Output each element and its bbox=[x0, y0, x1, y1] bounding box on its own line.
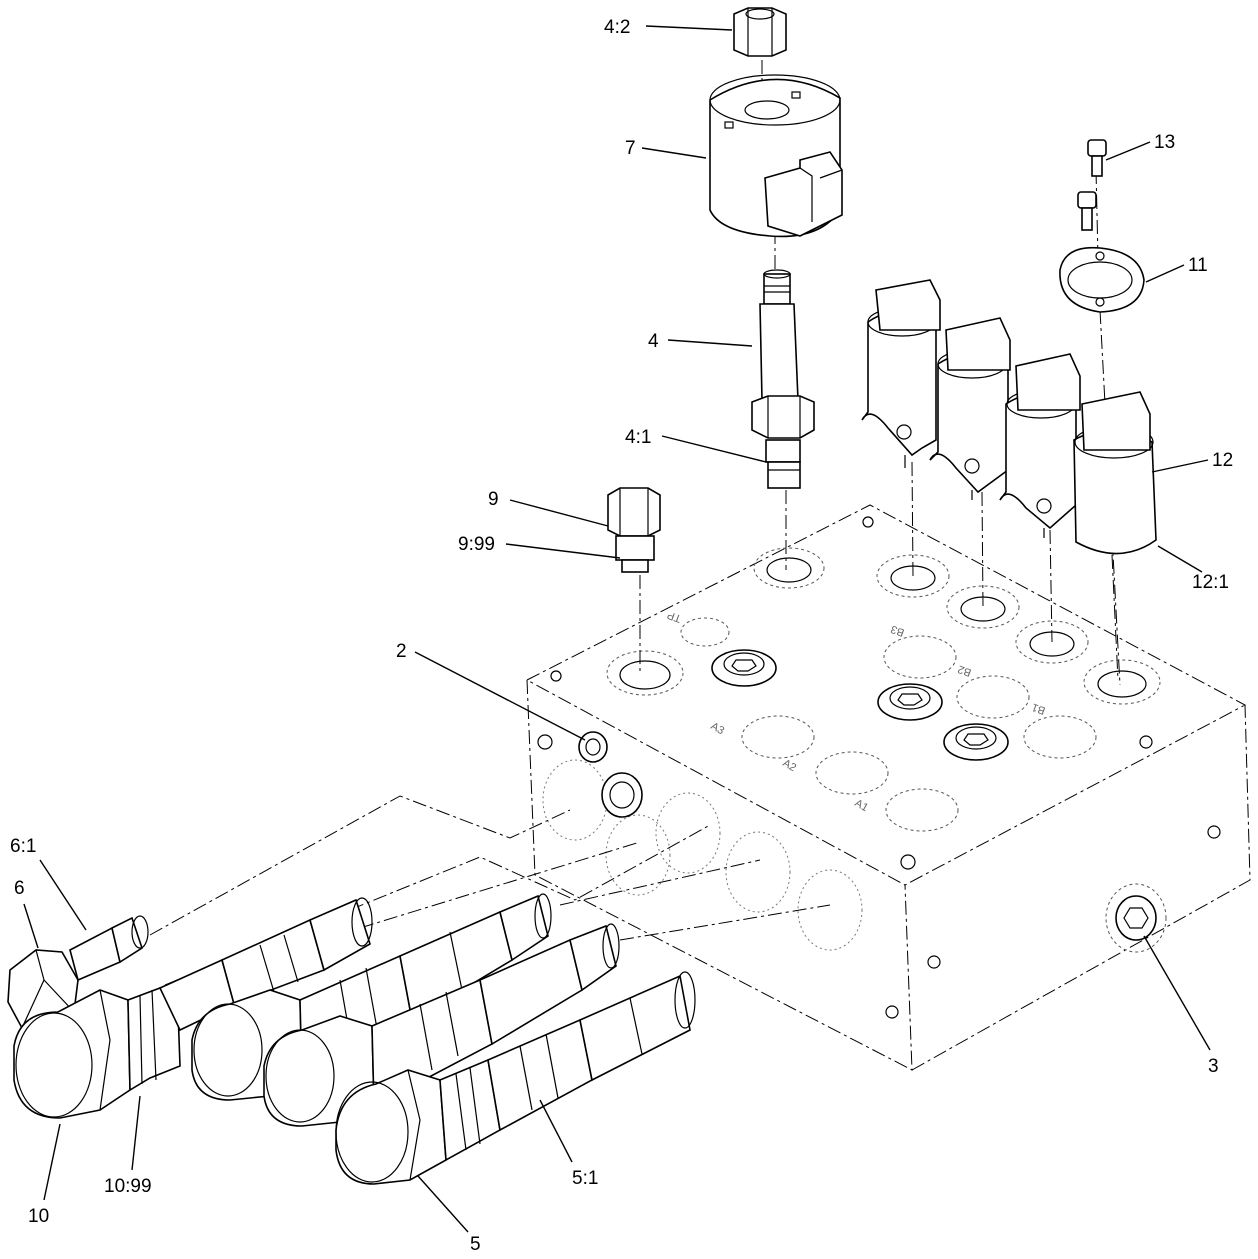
callout-9-99: 9:99 bbox=[458, 534, 495, 555]
solenoid-coil-1 bbox=[861, 279, 941, 468]
solenoid-coil-2 bbox=[929, 317, 1011, 500]
callout-10-99: 10:99 bbox=[104, 1176, 152, 1197]
callout-6-1: 6:1 bbox=[10, 836, 36, 857]
callout-11: 11 bbox=[1188, 255, 1208, 276]
callout-5: 5 bbox=[470, 1234, 481, 1255]
part-13-screws bbox=[1077, 139, 1107, 231]
leader-lines bbox=[23, 25, 1211, 1233]
callout-4-1: 4:1 bbox=[625, 427, 651, 448]
solenoid-coil-3 bbox=[999, 353, 1081, 538]
port-stamp-b1: B1 bbox=[1030, 701, 1047, 717]
callout-5-1: 5:1 bbox=[572, 1168, 598, 1189]
port-stamp-b2: B2 bbox=[956, 663, 973, 679]
callout-4-2: 4:2 bbox=[604, 17, 630, 38]
callout-12-1: 12:1 bbox=[1192, 572, 1229, 593]
port-stamp-tp: TP bbox=[666, 608, 683, 624]
port-stamp-b3: B3 bbox=[889, 623, 906, 639]
part-7-coil bbox=[709, 74, 843, 238]
port-stamps: TP B3 B2 B1 A3 A2 A1 bbox=[666, 608, 1047, 814]
callout-12: 12 bbox=[1212, 450, 1233, 471]
callout-6: 6 bbox=[14, 878, 25, 899]
port-stamp-a3: A3 bbox=[709, 720, 727, 737]
solenoid-coil-4 bbox=[1073, 391, 1157, 555]
cartridge-middle-b bbox=[263, 923, 620, 1127]
port-stamp-a1: A1 bbox=[853, 797, 871, 814]
part-9-plug bbox=[607, 487, 661, 573]
part-4-2-nut bbox=[733, 7, 787, 57]
part-10-relief-valve bbox=[13, 897, 373, 1119]
part-5-cartridge bbox=[335, 971, 696, 1185]
callout-2: 2 bbox=[396, 641, 407, 662]
callout-10: 10 bbox=[28, 1206, 49, 1227]
callout-7: 7 bbox=[625, 138, 636, 159]
part-11-flange bbox=[1059, 246, 1145, 313]
part-4-cartridge bbox=[751, 269, 815, 489]
callout-labels: 4:2 7 13 11 4 4:1 12 9 9:99 12:1 2 6:1 6… bbox=[10, 17, 1233, 1255]
port-stamp-a2: A2 bbox=[781, 757, 799, 774]
callout-9: 9 bbox=[488, 489, 499, 510]
part-6-plug bbox=[7, 915, 149, 1029]
manifold-block bbox=[525, 504, 1251, 1071]
callout-13: 13 bbox=[1154, 132, 1175, 153]
callout-4: 4 bbox=[648, 331, 659, 352]
callout-3: 3 bbox=[1208, 1056, 1219, 1077]
